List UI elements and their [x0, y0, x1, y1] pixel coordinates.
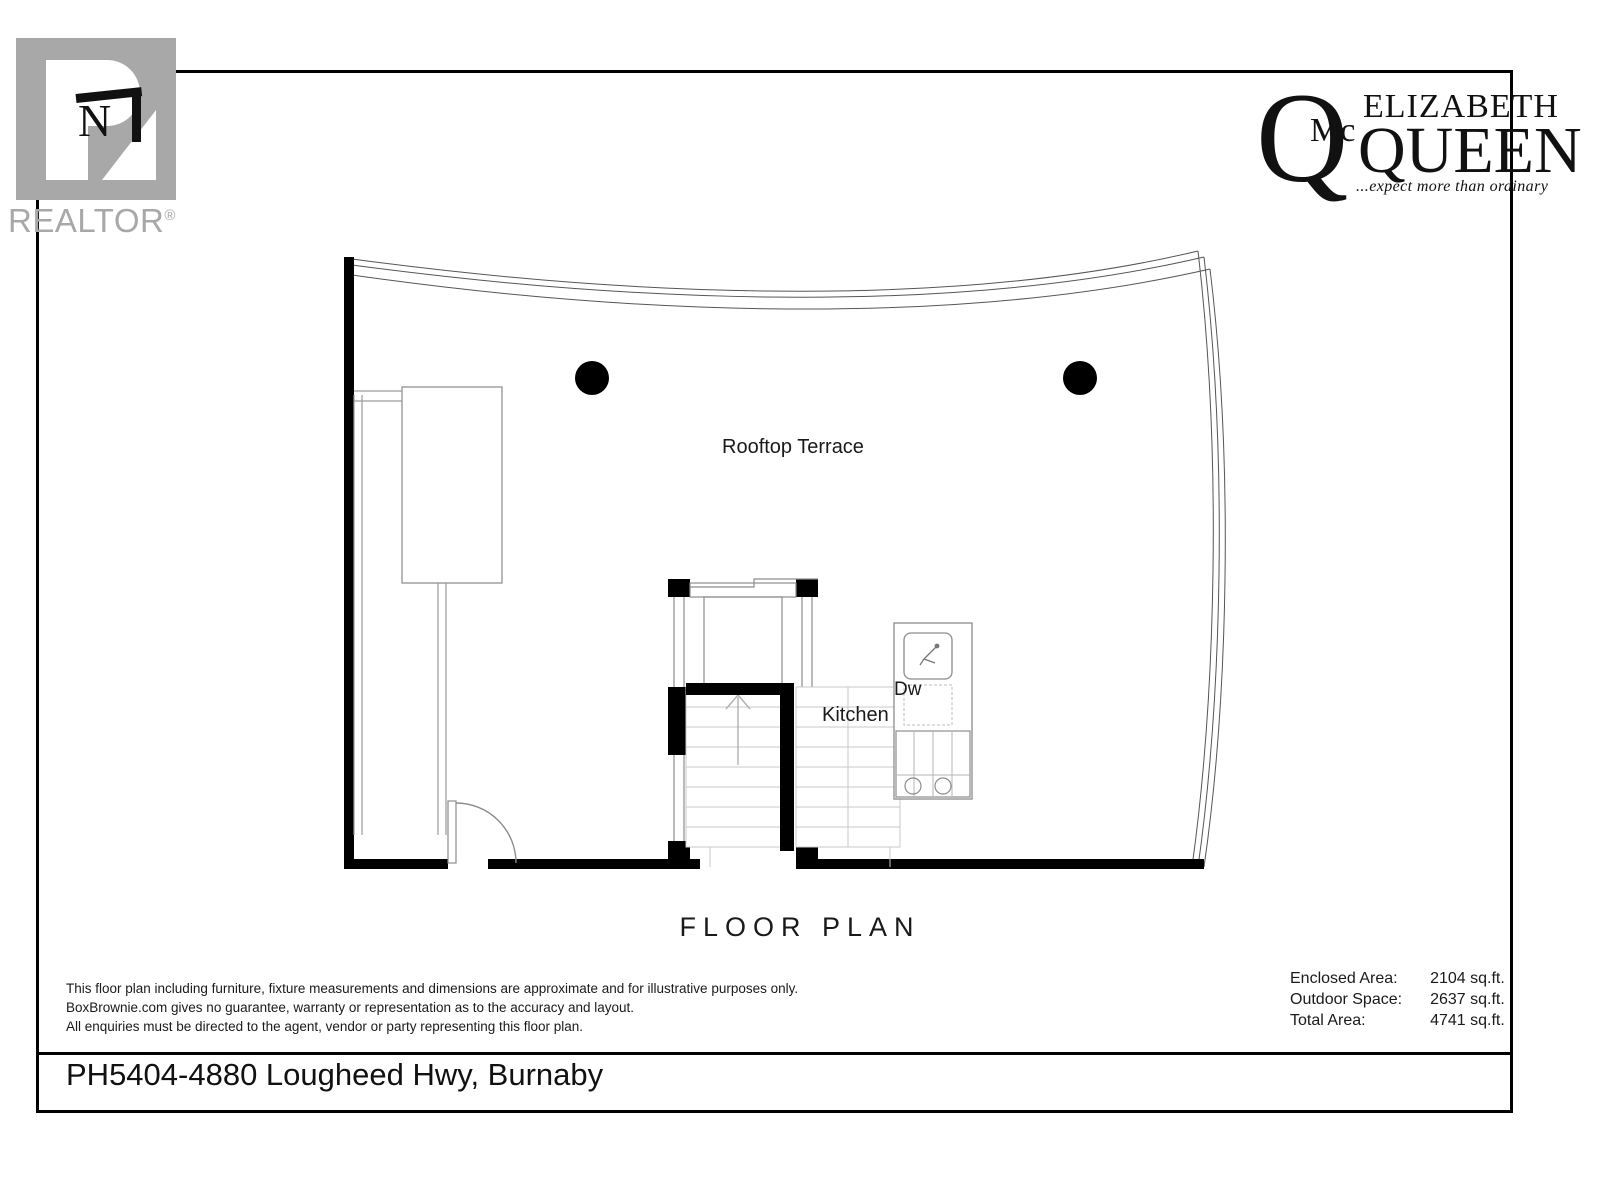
area-label-total: Total Area:: [1290, 1012, 1366, 1029]
area-label-enclosed: Enclosed Area:: [1290, 970, 1398, 987]
stairs-up-icon: [685, 686, 789, 848]
room-label-rooftop-terrace: Rooftop Terrace: [722, 436, 864, 458]
brand-monogram-mc: Mc: [1310, 112, 1356, 149]
area-value-total: 4741 sq.ft.: [1430, 1012, 1505, 1029]
terrace-railing-top: [351, 250, 1211, 310]
stair-center-wall: [780, 683, 794, 851]
title-block-divider: [36, 1052, 1513, 1055]
stair-lower-outline: [709, 847, 891, 867]
column-icon-right: [1063, 361, 1097, 395]
area-row-total: Total Area: 4741 sq.ft.: [1290, 1010, 1505, 1031]
floor-plan-drawing: [344, 250, 1226, 869]
exterior-wall-left: [344, 257, 354, 869]
brand-name-line1: ELIZABETH: [1363, 88, 1559, 125]
stairs-second-flight: [795, 686, 901, 848]
area-value-outdoor: 2637 sq.ft.: [1430, 991, 1505, 1008]
area-row-outdoor: Outdoor Space: 2637 sq.ft.: [1290, 989, 1505, 1010]
area-row-enclosed: Enclosed Area: 2104 sq.ft.: [1290, 968, 1505, 989]
sheet-border: [36, 70, 1513, 1113]
realtor-logo: N REALTOR®: [8, 38, 193, 239]
page-title: FLOOR PLAN: [679, 912, 921, 942]
realtor-r-monogram-icon: N: [16, 38, 176, 200]
brand-name-line2: QUEEN: [1358, 114, 1582, 187]
door-swing-icon: [447, 800, 517, 864]
area-label-outdoor: Outdoor Space:: [1290, 991, 1403, 1008]
area-summary: Enclosed Area: 2104 sq.ft. Outdoor Space…: [1290, 968, 1505, 1031]
terrace-railing-right: [1191, 250, 1226, 868]
sink-icon: [903, 632, 953, 680]
kitchen-counter: [893, 622, 973, 800]
brand-monogram-q: Q: [1256, 67, 1349, 209]
fixture-label-dishwasher: Dw: [894, 679, 922, 700]
room-label-kitchen: Kitchen: [822, 704, 889, 726]
property-address: PH5404-4880 Lougheed Hwy, Burnaby: [66, 1057, 604, 1092]
realtor-n-letter: N: [78, 95, 112, 146]
disclaimer-line-2: BoxBrownie.com gives no guarantee, warra…: [66, 1000, 635, 1015]
exterior-wall-bottom-mid: [488, 859, 660, 869]
stair-landing-wall: [686, 683, 794, 695]
planter-icon: [353, 386, 503, 835]
realtor-wordmark: REALTOR®: [8, 202, 176, 239]
exterior-wall-bottom-left: [344, 859, 448, 869]
disclaimer: This floor plan including furniture, fix…: [66, 979, 798, 1036]
brand-tagline: ...expect more than ordinary: [1356, 178, 1549, 195]
disclaimer-line-3: All enquiries must be directed to the ag…: [66, 1019, 584, 1034]
column-icon-left: [575, 361, 609, 395]
exterior-wall-bottom-right: [800, 859, 1204, 869]
agent-brand-logo: Q Mc ELIZABETH QUEEN ...expect more than…: [1248, 74, 1582, 202]
disclaimer-line-1: This floor plan including furniture, fix…: [66, 981, 799, 996]
registered-mark-icon: ®: [164, 207, 176, 224]
dishwasher-icon: [903, 684, 953, 726]
area-value-enclosed: 2104 sq.ft.: [1430, 970, 1505, 987]
cooktop-icon: [895, 730, 971, 798]
